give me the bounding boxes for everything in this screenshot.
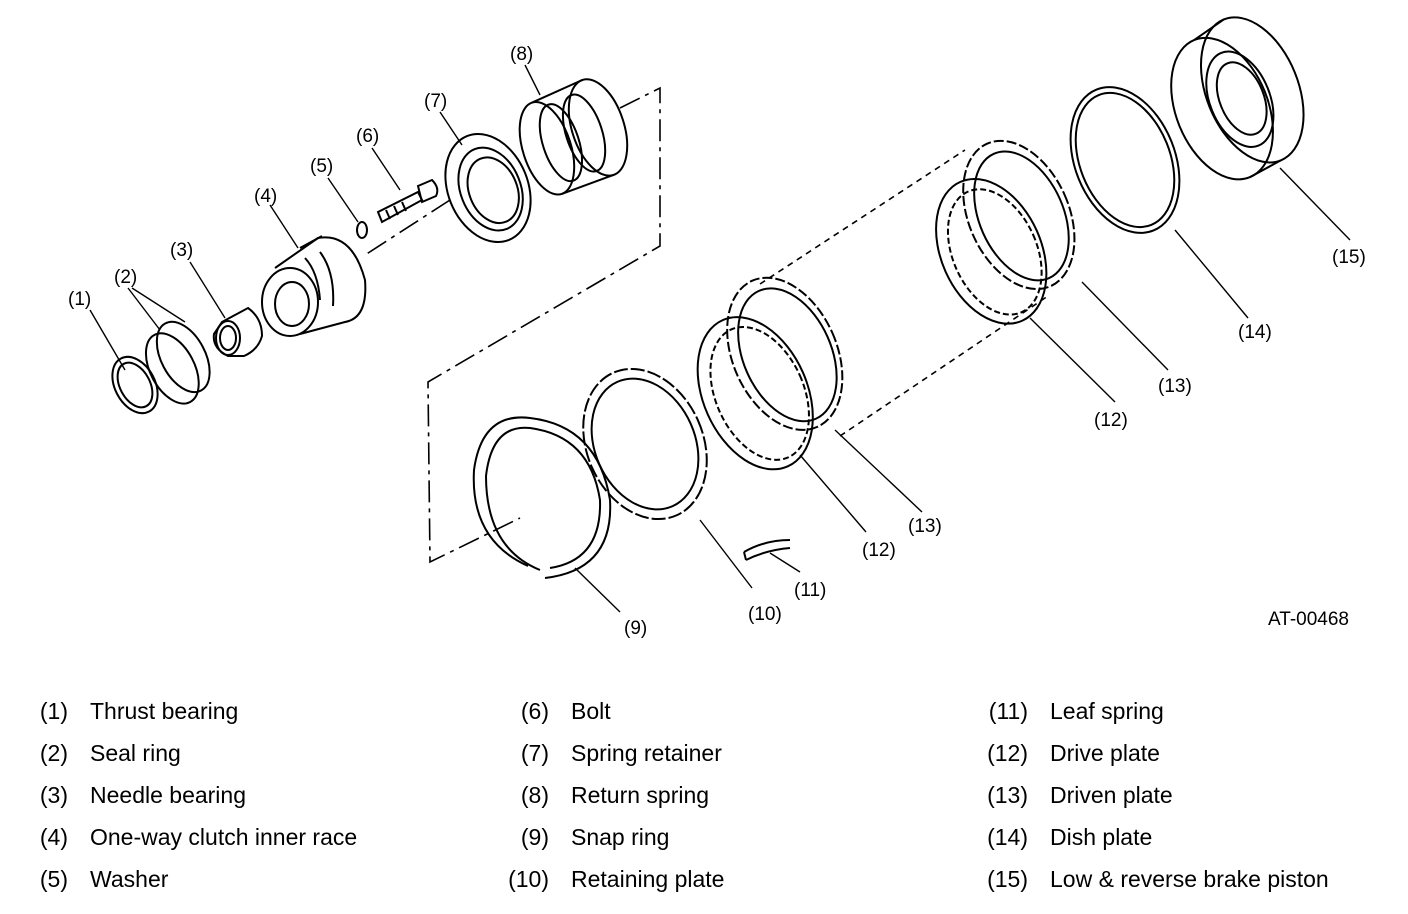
legend-label: Dish plate (1050, 824, 1153, 850)
exploded-view-diagram: (1) (2) (3) (4) (5) (6) (7) (8) (9) (10)… (68, 16, 1366, 639)
leader-lines (89, 64, 1351, 613)
retaining-plate-part (582, 367, 708, 521)
legend-label: Return spring (571, 782, 710, 808)
legend-label: Thrust bearing (90, 698, 239, 724)
leaf-spring-part (743, 539, 791, 561)
legend-number: (1) (39, 698, 68, 724)
legend-number: (4) (39, 824, 68, 850)
legend-label: Bolt (571, 698, 611, 724)
legend-label: Retaining plate (571, 866, 725, 892)
legend-label: Washer (90, 866, 169, 892)
callout-15: (15) (1332, 247, 1366, 268)
legend-item: (12) Drive plate (984, 732, 1329, 774)
callout-5: (5) (310, 156, 333, 177)
legend-item: (9) Snap ring (505, 816, 724, 858)
legend-label: Needle bearing (90, 782, 247, 808)
legend-number: (5) (39, 866, 68, 892)
legend-item: (14) Dish plate (984, 816, 1329, 858)
drum-outline (759, 149, 1049, 437)
legend-item: (11) Leaf spring (984, 690, 1329, 732)
legend-number: (9) (520, 824, 549, 850)
legend-label: Snap ring (571, 824, 670, 850)
legend-item: (2) Seal ring (38, 732, 357, 774)
callout-3: (3) (170, 240, 193, 261)
legend-number: (13) (987, 782, 1028, 808)
legend-number: (11) (988, 698, 1028, 724)
return-spring-part (518, 78, 629, 196)
legend-label: One-way clutch inner race (90, 824, 358, 850)
legend-item: (8) Return spring (505, 774, 724, 816)
callout-10: (10) (748, 604, 782, 625)
needle-bearing-part (212, 306, 264, 357)
washer-part (356, 221, 368, 239)
callout-14: (14) (1238, 322, 1272, 343)
legend-item: (15) Low & reverse brake piston (984, 858, 1329, 900)
bolt-part (376, 178, 439, 224)
legend-item: (5) Washer (38, 858, 357, 900)
low-reverse-brake-piston-part (1170, 16, 1305, 181)
legend-label: Spring retainer (571, 740, 722, 766)
legend-item: (1) Thrust bearing (38, 690, 357, 732)
callout-7: (7) (424, 91, 447, 112)
callout-8: (8) (510, 44, 533, 65)
spring-retainer-part (444, 132, 532, 244)
callout-6: (6) (356, 126, 379, 147)
legend-label: Driven plate (1050, 782, 1173, 808)
callout-11: (11) (794, 580, 826, 601)
callout-13-rear: (13) (1158, 376, 1192, 397)
snap-ring-part (472, 416, 612, 579)
legend-label: Seal ring (90, 740, 181, 766)
dish-plate-part (1069, 86, 1181, 234)
legend-column-1: (1) Thrust bearing (2) Seal ring (3) Needle… (38, 690, 357, 900)
one-way-clutch-inner-race-part (261, 235, 367, 337)
legend-number: (10) (508, 866, 549, 892)
legend-label: Drive plate (1050, 740, 1160, 766)
legend-label: Leaf spring (1050, 698, 1164, 724)
callout-12-rear: (12) (1094, 410, 1128, 431)
legend-number: (15) (987, 866, 1028, 892)
legend-item: (3) Needle bearing (38, 774, 357, 816)
callout-4: (4) (254, 186, 277, 207)
legend-number: (7) (520, 740, 549, 766)
legend-item: (6) Bolt (505, 690, 724, 732)
callout-9: (9) (624, 618, 647, 639)
legend-number: (6) (520, 698, 549, 724)
legend-column-2: (6) Bolt (7) Spring retainer (8) Return spr… (505, 690, 724, 900)
callout-13-front: (13) (908, 516, 942, 537)
legend-item: (13) Driven plate (984, 774, 1329, 816)
legend-number: (2) (39, 740, 68, 766)
callout-2: (2) (114, 267, 137, 288)
thrust-bearing-part (111, 355, 159, 415)
legend-item: (4) One-way clutch inner race (38, 816, 357, 858)
legend-item: (7) Spring retainer (505, 732, 724, 774)
callout-1: (1) (68, 289, 91, 310)
assembly-frame (364, 86, 661, 564)
front-plate-pack (696, 276, 844, 471)
callout-12-front: (12) (862, 540, 896, 561)
legend-number: (14) (987, 824, 1028, 850)
figure-code: AT-00468 (1268, 609, 1349, 630)
legend-label: Low & reverse brake piston (1050, 866, 1329, 892)
legend-number: (12) (987, 740, 1028, 766)
legend-number: (3) (39, 782, 68, 808)
rear-plate-pack (935, 139, 1076, 325)
legend-number: (8) (520, 782, 549, 808)
legend-item: (10) Retaining plate (505, 858, 724, 900)
legend-column-3: (11) Leaf spring (12) Drive plate (13) Driv… (984, 690, 1329, 900)
seal-ring-part (144, 320, 211, 405)
